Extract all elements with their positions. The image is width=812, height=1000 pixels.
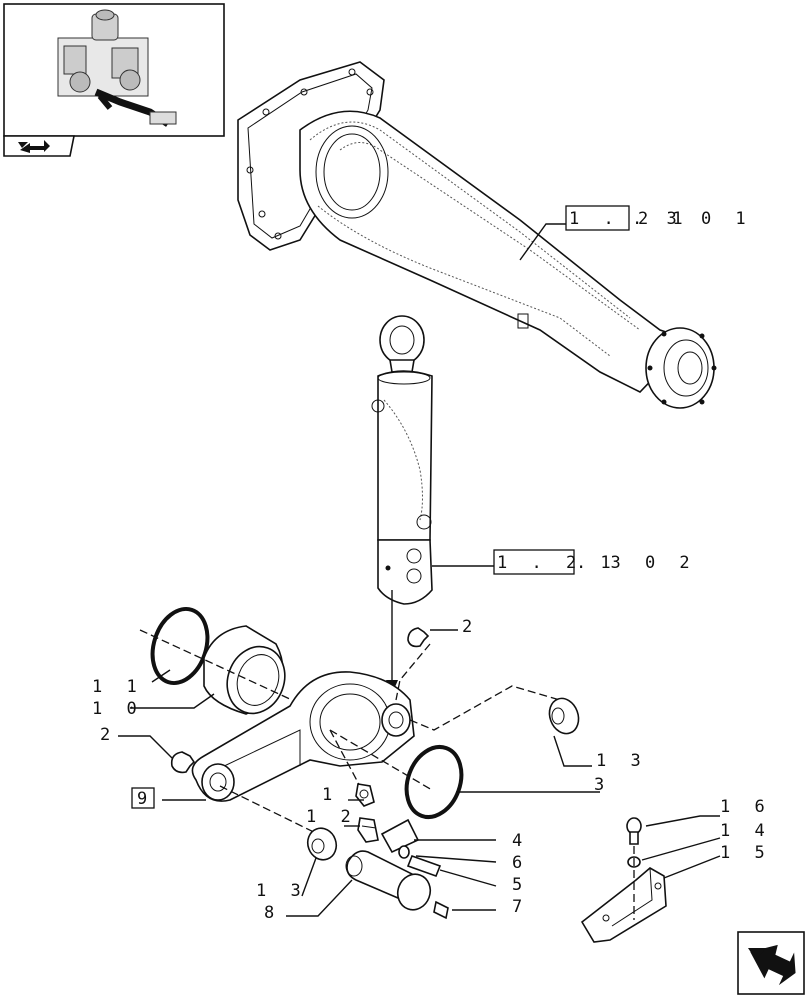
spacer: [548, 697, 580, 735]
cylinder-ref-rest: . 3 0 2: [576, 553, 697, 573]
next-page-arrow-icon[interactable]: [737, 931, 805, 995]
retaining-clip: [170, 751, 196, 774]
label-4: 4: [512, 831, 529, 851]
spacer-axis: [409, 685, 561, 731]
item-labels: 1 1 1 0 2 9 2 1 3 3 1 1 2 4 6 5 7 1 3 8 …: [92, 617, 772, 923]
label-14: 1 4: [720, 821, 772, 841]
leader-lines: [118, 629, 721, 917]
axle-reference-callout[interactable]: 1 . 2 1 . 3 0 1: [519, 205, 753, 261]
label-11: 1 1: [92, 677, 144, 697]
label-15: 1 5: [720, 843, 772, 863]
label-2-lower: 2: [100, 725, 117, 745]
spacer: [306, 827, 338, 861]
hydraulic-cylinder: [371, 315, 433, 605]
washer: [398, 845, 410, 859]
page-forward-icon[interactable]: [3, 135, 75, 157]
grease-nipple: [433, 900, 449, 920]
label-6: 6: [512, 853, 529, 873]
label-9-box: [131, 787, 155, 809]
label-13-lower: 1 3: [256, 881, 308, 901]
retaining-clip: [407, 627, 430, 648]
tractor-overview-icon: [57, 9, 177, 127]
label-9: 9: [137, 789, 154, 809]
overview-thumbnail[interactable]: [3, 3, 225, 157]
pivot-pin: [345, 850, 432, 911]
bolt: [406, 854, 442, 878]
cylinder-ref-section: 1 . 2 1: [497, 553, 618, 573]
label-8: 8: [264, 903, 281, 923]
axle-ref-rest: . 3 0 1: [632, 209, 753, 229]
label-16: 1 6: [720, 797, 772, 817]
pivot-bracket: [191, 671, 415, 802]
bushing: [203, 625, 286, 715]
mounting-bracket: [580, 867, 667, 943]
label-1: 1: [322, 785, 339, 805]
label-3: 3: [594, 775, 611, 795]
o-ring: [404, 745, 464, 819]
clip-axis: [395, 643, 431, 701]
axle-housing: [237, 61, 717, 409]
grease-nipple: [355, 783, 375, 807]
label-12: 1 2: [306, 807, 358, 827]
bushing-axis: [139, 629, 293, 701]
label-5: 5: [512, 875, 529, 895]
label-13-right: 1 3: [596, 751, 648, 771]
axle-ref-section: 1 . 2 1: [569, 209, 690, 229]
label-7: 7: [512, 897, 529, 917]
fitting: [357, 817, 379, 843]
label-10: 1 0: [92, 699, 144, 719]
bolt: [626, 817, 642, 845]
pivot-axis: [329, 729, 433, 791]
label-2-upper: 2: [462, 617, 479, 637]
cylinder-reference-callout[interactable]: 1 . 2 1 . 3 0 2: [432, 549, 697, 575]
